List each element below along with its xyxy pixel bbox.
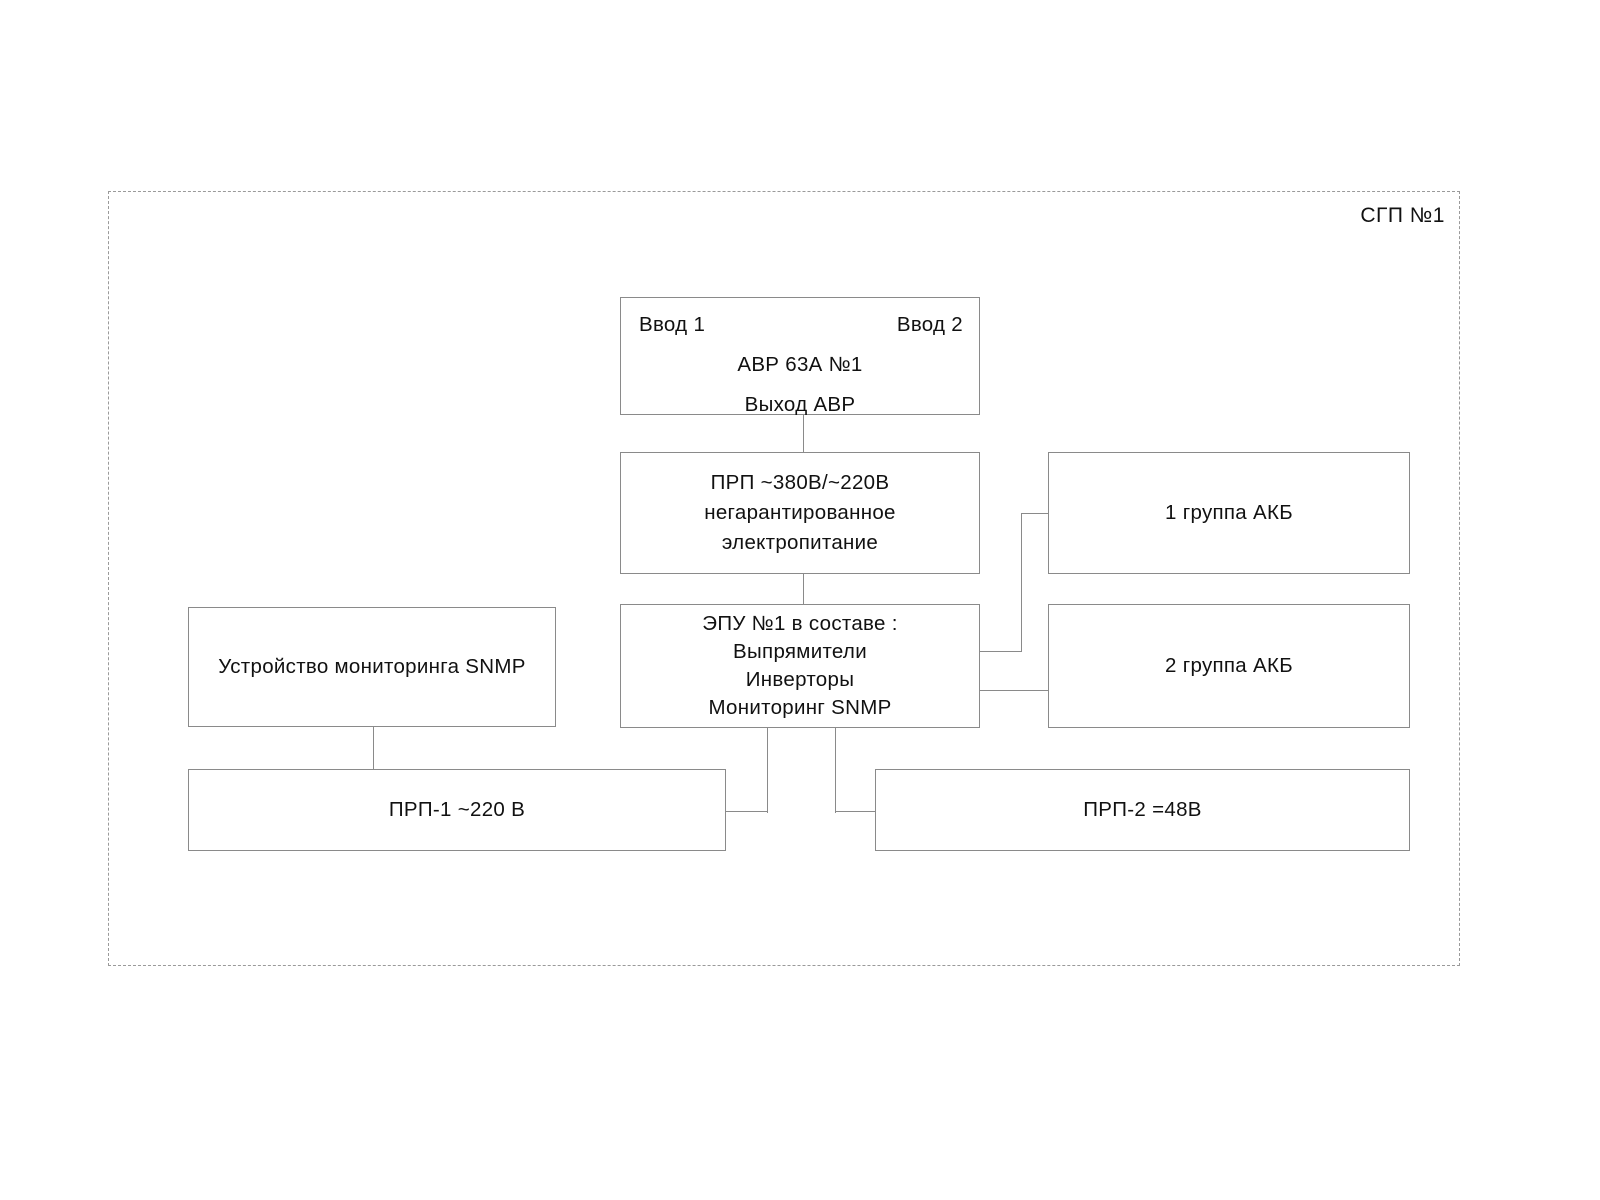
avr-input-1: Ввод 1	[639, 313, 706, 336]
block-snmp-monitor[interactable]: Устройство мониторинга SNMP	[188, 607, 556, 727]
connector-epu-to-prp-2-horizontal	[835, 811, 876, 813]
avr-inputs-row: Ввод 1 Ввод 2	[621, 310, 979, 340]
epu-line-2: Выпрямители	[733, 640, 867, 663]
avr-output: Выход АВР	[744, 393, 856, 416]
block-epu[interactable]: ЭПУ №1 в составе : Выпрямители Инверторы…	[620, 604, 980, 728]
block-prp-2[interactable]: ПРП-2 =48В	[875, 769, 1410, 851]
avr-center-text: АВР 63А №1 Выход АВР	[621, 350, 979, 430]
block-battery-group-2[interactable]: 2 группа АКБ	[1048, 604, 1410, 728]
block-battery-group-1[interactable]: 1 группа АКБ	[1048, 452, 1410, 574]
connector-battery-1-segment-vertical	[1021, 513, 1023, 652]
prp-1-label: ПРП-1 ~220 В	[388, 798, 526, 821]
prp-main-line-2: негарантированное	[704, 501, 896, 524]
avr-title: АВР 63А №1	[737, 353, 863, 376]
connector-battery-1-segment-top	[1021, 513, 1049, 515]
block-prp-main[interactable]: ПРП ~380В/~220В негарантированное электр…	[620, 452, 980, 574]
battery-group-1-label: 1 группа АКБ	[1165, 501, 1293, 524]
connector-epu-to-prp-2-vertical	[835, 727, 837, 813]
epu-line-1: ЭПУ №1 в составе :	[702, 612, 898, 635]
snmp-monitor-label: Устройство мониторинга SNMP	[218, 655, 526, 678]
connector-snmp-monitor-to-prp-1	[373, 726, 375, 770]
connector-battery-1-segment-bottom	[979, 651, 1022, 653]
avr-input-2: Ввод 2	[896, 313, 963, 336]
connector-epu-to-prp-1-vertical	[767, 727, 769, 813]
epu-line-4: Мониторинг SNMP	[708, 696, 892, 719]
prp-main-line-3: электропитание	[721, 531, 879, 554]
enclosure-sgp-1: СГП №1	[108, 191, 1460, 966]
block-prp-1[interactable]: ПРП-1 ~220 В	[188, 769, 726, 851]
connector-avr-to-prp-main	[803, 414, 805, 453]
epu-line-3: Инверторы	[745, 668, 855, 691]
battery-group-2-label: 2 группа АКБ	[1165, 654, 1293, 677]
prp-main-line-1: ПРП ~380В/~220В	[710, 471, 890, 494]
connector-prp-main-to-epu	[803, 573, 805, 605]
enclosure-label: СГП №1	[1360, 204, 1445, 227]
connector-battery-2-to-epu	[979, 690, 1049, 692]
block-avr[interactable]: Ввод 1 Ввод 2 АВР 63А №1 Выход АВР	[620, 297, 980, 416]
connector-epu-to-prp-1-horizontal	[725, 811, 768, 813]
prp-2-label: ПРП-2 =48В	[1083, 798, 1202, 821]
